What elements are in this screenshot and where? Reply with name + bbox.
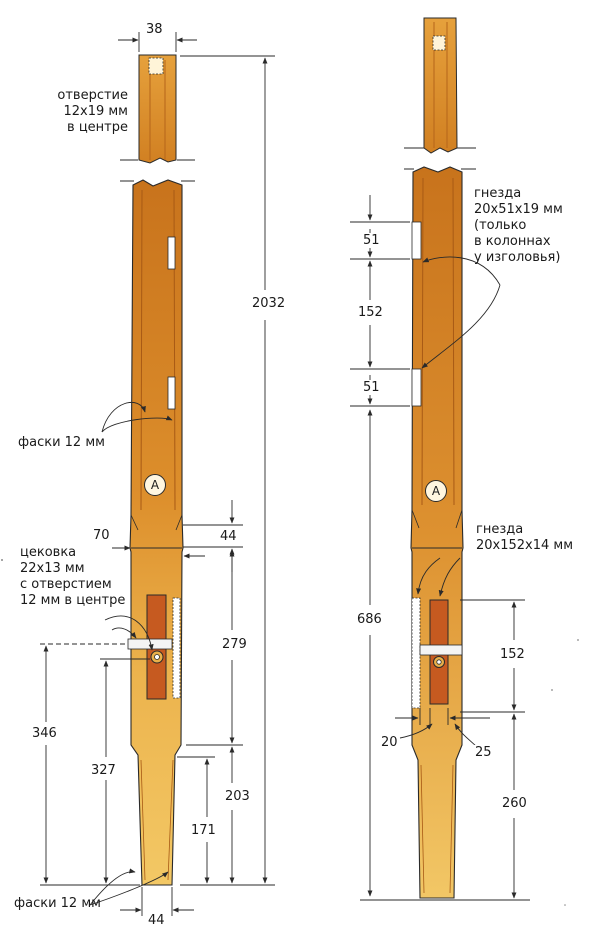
left-post-leaders: [89, 402, 173, 906]
left-chamfer-note-top: фаски 12 мм: [18, 435, 105, 450]
left-dim-top-width: 38: [145, 22, 164, 37]
right-dim-height-686: 686: [356, 612, 383, 627]
left-post-marker: A: [144, 474, 166, 496]
left-dim-length-279: 279: [221, 637, 248, 652]
left-dim-length-203: 203: [224, 789, 251, 804]
left-dim-offset-44: 44: [219, 529, 238, 544]
right-post-bolt: [419, 644, 463, 656]
left-dim-length-171: 171: [190, 823, 217, 838]
left-post-top-hole: [148, 57, 164, 75]
left-post-top-stub: [138, 54, 177, 164]
left-hole-note: отверстие 12x19 мм в центре: [57, 88, 128, 135]
right-post: [404, 17, 476, 899]
right-post-leaders: [416, 256, 501, 597]
right-post-top-stub: [423, 17, 458, 154]
right-post-body: [410, 166, 464, 899]
left-post-side-mortise-lower: [167, 376, 176, 410]
left-post-side-mortise-upper: [167, 236, 176, 270]
right-post-side-mortise-lower: [411, 368, 422, 407]
left-dim-length-327: 327: [90, 763, 117, 778]
right-post-side-mortise-upper: [411, 221, 422, 260]
left-dim-length-346: 346: [31, 726, 58, 741]
right-dim-mortise-51-b: 51: [362, 380, 381, 395]
right-dim-offset-25: 25: [474, 745, 493, 760]
scan-specks: [1, 559, 579, 906]
left-counterbore-note: цековка 22x13 мм с отверстием 12 мм в це…: [20, 545, 126, 608]
left-post: [120, 54, 195, 886]
right-dim-spacing-152: 152: [357, 305, 384, 320]
right-mortises-top-note: гнезда 20x51x19 мм (только в колоннах у …: [474, 186, 563, 265]
right-dim-offset-20: 20: [380, 735, 399, 750]
right-dim-mortise-51-a: 51: [362, 233, 381, 248]
right-dim-mortise-152: 152: [499, 647, 526, 662]
right-dim-length-260: 260: [501, 796, 528, 811]
left-dim-total-height: 2032: [251, 296, 287, 311]
right-post-top-hole: [432, 35, 446, 51]
left-post-dimension-lines: [40, 32, 275, 916]
left-dim-offset-70: 70: [92, 528, 111, 543]
left-dim-bottom-width: 44: [147, 913, 166, 928]
right-post-marker: A: [425, 480, 447, 502]
left-chamfer-note-bottom: фаски 12 мм: [14, 896, 101, 911]
right-mortises-bottom-note: гнезда 20x152x14 мм: [476, 522, 574, 553]
left-post-body: [129, 179, 184, 886]
